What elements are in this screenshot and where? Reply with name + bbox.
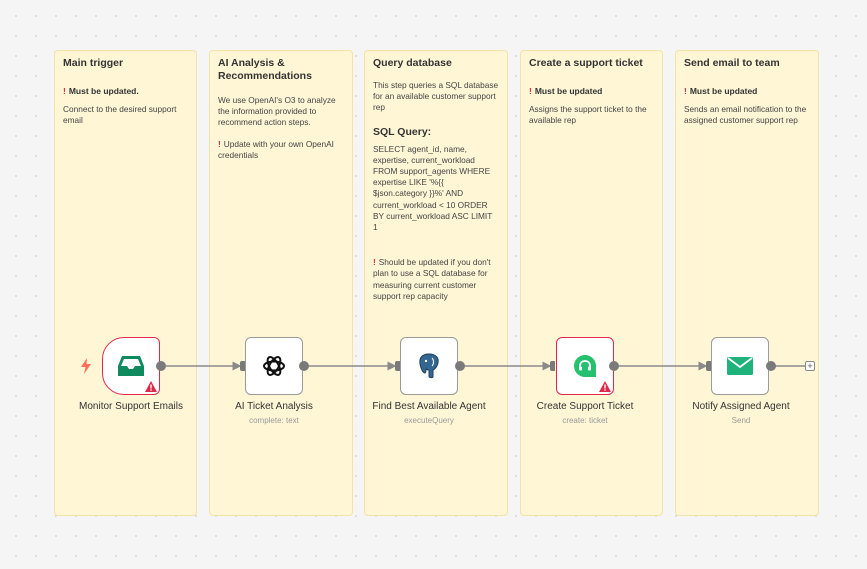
- openai-icon: [263, 356, 285, 376]
- exclamation-icon: !: [373, 257, 376, 268]
- sticky-note-create-ticket[interactable]: Create a support ticket !Must be updated…: [520, 50, 663, 516]
- note-warning: !Should be updated if you don't plan to …: [373, 257, 491, 301]
- node-sublabel: create: ticket: [562, 416, 608, 425]
- note-title: Send email to team: [684, 57, 780, 69]
- postgres-icon: [419, 353, 439, 379]
- node-label: Notify Assigned Agent: [692, 401, 790, 412]
- node-sublabel: executeQuery: [404, 416, 454, 425]
- node-ai-ticket-analysis[interactable]: [245, 337, 303, 395]
- note-warning: !Must be updated: [684, 86, 758, 96]
- exclamation-icon: !: [63, 86, 66, 96]
- note-title: AI Analysis & Recommendations: [218, 57, 312, 82]
- exclamation-icon: !: [529, 86, 532, 96]
- sql-query-text: SELECT agent_id, name, expertise, curren…: [373, 143, 493, 233]
- input-handle[interactable]: [240, 361, 245, 371]
- output-handle[interactable]: [766, 361, 776, 371]
- sticky-note-ai-analysis[interactable]: AI Analysis & Recommendations We use Ope…: [209, 50, 353, 516]
- warning-triangle-icon[interactable]: [145, 381, 157, 392]
- sticky-note-main-trigger[interactable]: Main trigger !Must be updated. Connect t…: [54, 50, 197, 516]
- node-sublabel: Send: [731, 416, 751, 425]
- exclamation-icon: !: [218, 138, 221, 149]
- node-label: Create Support Ticket: [536, 401, 634, 412]
- note-body: We use OpenAI's O3 to analyze the inform…: [218, 95, 336, 128]
- note-title: Main trigger: [63, 57, 124, 69]
- node-find-best-available-agent[interactable]: [400, 337, 458, 395]
- note-body: Sends an email notification to the assig…: [684, 104, 807, 126]
- input-handle[interactable]: [706, 361, 711, 371]
- note-body: Assigns the support ticket to the availa…: [529, 104, 647, 126]
- sticky-note-send-email[interactable]: Send email to team !Must be updated Send…: [675, 50, 819, 516]
- node-label: Find Best Available Agent: [372, 401, 486, 412]
- sql-heading: SQL Query:: [373, 125, 432, 138]
- sticky-note-query-database[interactable]: Query database This step queries a SQL d…: [364, 50, 508, 516]
- note-warning: !Update with your own OpenAI credentials: [218, 138, 334, 160]
- input-handle[interactable]: [395, 361, 400, 371]
- node-sublabel: complete: text: [249, 416, 299, 425]
- trigger-bolt-icon: [81, 358, 91, 374]
- note-body: Connect to the desired support email: [63, 104, 177, 126]
- inbox-icon: [118, 356, 144, 376]
- output-handle[interactable]: [299, 361, 309, 371]
- note-warning: !Must be updated: [529, 86, 603, 96]
- freshdesk-icon: [574, 355, 596, 377]
- exclamation-icon: !: [684, 86, 687, 96]
- node-label: Monitor Support Emails: [79, 401, 183, 412]
- node-label: AI Ticket Analysis: [235, 401, 313, 412]
- note-body: This step queries a SQL database for an …: [373, 80, 499, 113]
- warning-triangle-icon[interactable]: [599, 381, 611, 392]
- node-notify-assigned-agent[interactable]: [711, 337, 769, 395]
- note-warning: !Must be updated.: [63, 86, 139, 96]
- output-handle[interactable]: [609, 361, 619, 371]
- note-title: Create a support ticket: [529, 57, 643, 69]
- output-handle[interactable]: [455, 361, 465, 371]
- note-title: Query database: [373, 57, 452, 69]
- input-handle[interactable]: [550, 361, 555, 371]
- output-handle[interactable]: [156, 361, 166, 371]
- add-node-button[interactable]: +: [805, 361, 815, 371]
- email-icon: [727, 357, 753, 375]
